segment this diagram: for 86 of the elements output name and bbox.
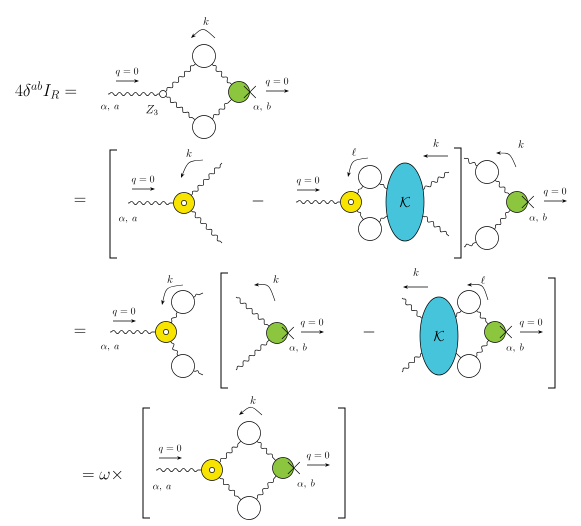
wavy-line [193, 292, 204, 298]
wavy-line [476, 310, 488, 324]
loop-circle [192, 44, 216, 68]
wavy-line [110, 330, 156, 334]
wavy-line [356, 210, 364, 220]
loop-circle [475, 226, 499, 250]
math-label: $\alpha,\ b$ [298, 480, 315, 488]
math-label: $k$ [168, 275, 173, 283]
ring-vertex [155, 321, 177, 343]
wavy-line [219, 441, 241, 463]
math-label: $k$ [434, 139, 439, 147]
loop-circle [358, 217, 382, 241]
math-label: $= \omega \times$ [82, 470, 122, 480]
blob-vertex [266, 322, 294, 344]
math-label: $=$ [74, 328, 86, 333]
loop-circle [457, 354, 481, 378]
math-label: $q = 0$ [296, 176, 320, 186]
ring-vertex [340, 191, 362, 213]
loop-circle [457, 290, 481, 314]
wavy-line [212, 99, 232, 119]
wavy-line [494, 210, 510, 230]
math-label: $\alpha,\ a$ [119, 216, 138, 224]
blob-vertex [506, 191, 534, 213]
wavy-line [165, 64, 196, 92]
wavy-line [170, 341, 178, 356]
math-label: $k$ [186, 149, 192, 157]
math-label: $k$ [518, 140, 524, 148]
wavy-line [191, 210, 222, 244]
wavy-line [171, 312, 178, 323]
wavy-line [236, 340, 270, 370]
wavy-line [476, 340, 489, 357]
ring-vertex [173, 192, 195, 214]
wavy-line [219, 477, 242, 500]
wavy-line [402, 352, 422, 372]
blob-vertex [484, 321, 512, 343]
wavy-line [495, 180, 510, 195]
wavy-line [464, 242, 476, 248]
math-label: $k$ [274, 275, 279, 283]
wavy-line [422, 216, 450, 236]
math-label: $4\delta^{ab}I_R =$ [15, 81, 76, 99]
wavy-line [464, 158, 478, 166]
wavy-line [193, 370, 204, 376]
loop-circle [237, 496, 261, 520]
blob-vertex [228, 81, 256, 103]
loop-circle [358, 165, 382, 189]
math-label: $\alpha,\ b$ [290, 344, 307, 352]
math-label: $\alpha,\ b$ [506, 344, 524, 352]
vertex-label: $Z_3$ [146, 105, 158, 116]
math-label: $k$ [204, 17, 209, 25]
wavy-line [357, 186, 364, 194]
wavy-line [379, 184, 388, 190]
math-label: $=$ [74, 198, 86, 202]
wavy-line [256, 476, 276, 500]
ring-vertex [201, 459, 223, 481]
math-label: $q = 0$ [306, 452, 330, 460]
wavy-line [128, 200, 174, 206]
wavy-line [108, 92, 160, 96]
wavy-line [423, 172, 450, 190]
wavy-line [456, 310, 462, 318]
wavy-line [166, 96, 196, 120]
wavy-line [379, 216, 388, 222]
wavy-line [236, 296, 270, 326]
wavy-line [256, 441, 276, 461]
math-label: $q = 0$ [112, 308, 136, 316]
loop-circle [171, 354, 195, 378]
math-label: $\alpha,\ b$ [530, 214, 547, 222]
wavy-line [402, 298, 422, 319]
loop-circle [237, 421, 261, 445]
math-label: $-$ [252, 200, 264, 202]
blob-vertex [272, 457, 300, 479]
wavy-line [212, 64, 232, 85]
wavy-line [191, 162, 222, 196]
vertex-circle [159, 90, 167, 98]
loop-circle [171, 290, 195, 314]
wavy-line [296, 200, 340, 204]
math-label: $\alpha,\ a$ [153, 484, 172, 492]
loop-circle [192, 115, 216, 139]
math-label: $\alpha,\ a$ [101, 104, 120, 112]
math-label: $k$ [414, 268, 419, 276]
math-label: $k$ [250, 396, 256, 404]
wavy-line [456, 353, 461, 358]
loop-circle [475, 160, 499, 184]
math-label: $q = 0$ [158, 444, 182, 454]
math-label: $\alpha,\ a$ [101, 344, 120, 352]
wavy-line [156, 468, 202, 472]
math-label: $\alpha,\ b$ [254, 102, 271, 112]
